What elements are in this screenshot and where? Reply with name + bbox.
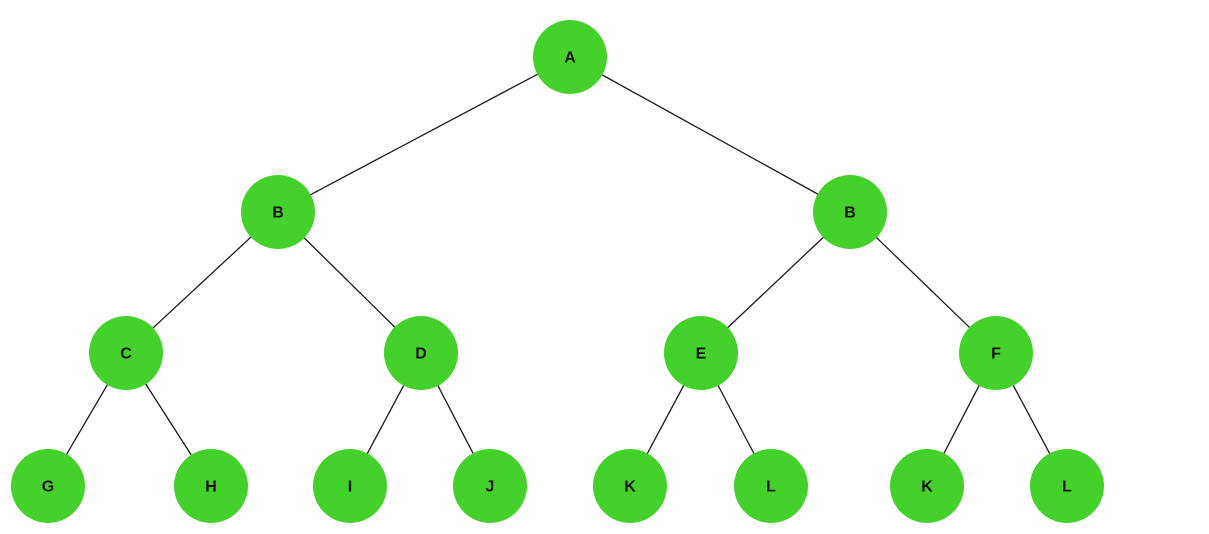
edge-B-C xyxy=(151,235,253,330)
node-label: B xyxy=(272,205,284,222)
node-label: G xyxy=(42,479,54,496)
node-circle xyxy=(664,316,738,390)
node-circle xyxy=(1030,449,1104,523)
tree-node-f: F xyxy=(959,316,1033,390)
node-label: C xyxy=(120,346,132,363)
node-label: F xyxy=(991,346,1001,363)
node-label: A xyxy=(564,50,576,67)
tree-node-h: H xyxy=(174,449,248,523)
tree-node-g: G xyxy=(11,449,85,523)
edge-E-L xyxy=(716,383,756,456)
tree-node-i: I xyxy=(313,449,387,523)
node-circle xyxy=(533,20,607,94)
tree-node-k: K xyxy=(593,449,667,523)
node-circle xyxy=(241,175,315,249)
tree-nodes: A B C G H D I J B E K L F K L xyxy=(11,20,1104,523)
tree-node-d: D xyxy=(384,316,458,390)
node-circle xyxy=(959,316,1033,390)
edge-C-G xyxy=(65,382,109,457)
edge-B-D xyxy=(302,236,397,329)
tree-node-b: B xyxy=(813,175,887,249)
node-label: I xyxy=(348,479,352,496)
edge-E-K xyxy=(645,383,686,456)
tree-node-e: E xyxy=(664,316,738,390)
node-circle xyxy=(813,175,887,249)
tree-node-k: K xyxy=(890,449,964,523)
node-circle xyxy=(174,449,248,523)
node-label: B xyxy=(844,205,856,222)
edge-B-E xyxy=(725,235,826,330)
edge-C-H xyxy=(144,382,193,457)
tree-node-l: L xyxy=(1030,449,1104,523)
edge-D-J xyxy=(436,383,475,456)
edge-F-K xyxy=(942,383,981,456)
edge-D-I xyxy=(365,383,406,456)
node-circle xyxy=(384,316,458,390)
node-circle xyxy=(890,449,964,523)
tree-edges xyxy=(65,72,1052,457)
node-circle xyxy=(734,449,808,523)
edge-F-L xyxy=(1011,383,1052,456)
node-label: K xyxy=(921,479,933,496)
node-label: L xyxy=(1062,479,1072,496)
tree-node-l: L xyxy=(734,449,808,523)
node-label: J xyxy=(486,479,495,496)
node-label: L xyxy=(766,479,776,496)
node-circle xyxy=(453,449,527,523)
node-circle xyxy=(89,316,163,390)
tree-node-c: C xyxy=(89,316,163,390)
node-circle xyxy=(313,449,387,523)
node-circle xyxy=(11,449,85,523)
node-label: D xyxy=(415,346,427,363)
tree-node-a: A xyxy=(533,20,607,94)
edge-A-B xyxy=(600,73,820,196)
node-circle xyxy=(593,449,667,523)
tree-node-b: B xyxy=(241,175,315,249)
tree-node-j: J xyxy=(453,449,527,523)
node-label: E xyxy=(696,346,707,363)
edge-A-B xyxy=(308,72,540,197)
node-label: H xyxy=(205,479,217,496)
node-label: K xyxy=(624,479,636,496)
edge-B-F xyxy=(874,235,972,330)
